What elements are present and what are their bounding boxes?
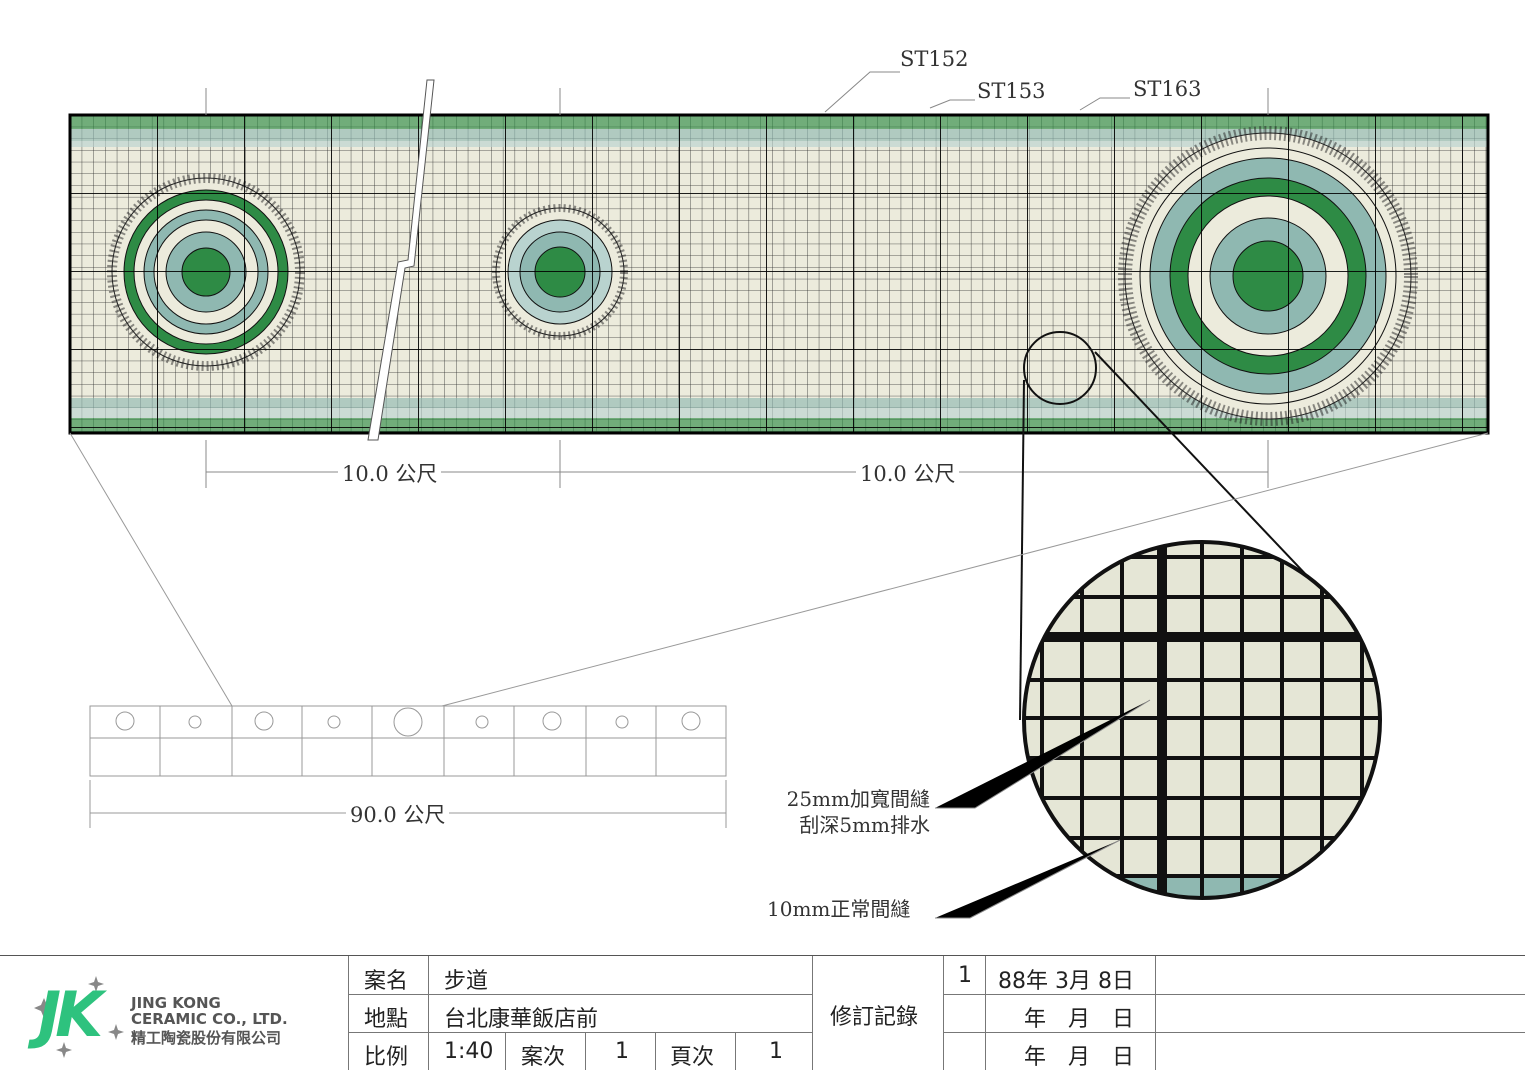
revision-label: 修訂記錄 xyxy=(830,1005,919,1030)
sparkle-icon xyxy=(34,976,124,1058)
zoom-leaders xyxy=(1019,351,1331,721)
revision-3-date: 年 月 日 xyxy=(1024,1045,1135,1070)
wide-joint-note-line1: 25mm加寬間縫 xyxy=(786,787,930,811)
page-label: 頁次 xyxy=(670,1045,715,1070)
revision-2-date: 年 月 日 xyxy=(1024,1007,1135,1032)
break-line-symbol xyxy=(367,79,435,441)
case-number: 1 xyxy=(615,1039,629,1064)
revision-1-number: 1 xyxy=(958,963,972,988)
logo-mark-jk: JK xyxy=(38,978,103,1051)
title-block: JK JING KONG CERAMIC CO., LTD. 精工陶瓷股份有限公… xyxy=(0,955,1525,1070)
dimension-left-10m: 10.0 公尺 xyxy=(338,458,442,488)
normal-joint-note: 10mm正常間縫 xyxy=(767,897,911,921)
paving-plan-drawing xyxy=(68,71,1490,919)
company-name-en-line1: JING KONG xyxy=(131,994,221,1012)
project-name-value: 步道 xyxy=(444,969,489,994)
revision-1-date: 88年 3月 8日 xyxy=(998,969,1134,994)
company-name-zh: 精工陶瓷股份有限公司 xyxy=(131,1029,282,1047)
dimension-overall-90m: 90.0 公尺 xyxy=(346,799,450,829)
location-value: 台北康華飯店前 xyxy=(444,1007,599,1032)
company-logo: JK JING KONG CERAMIC CO., LTD. 精工陶瓷股份有限公… xyxy=(28,968,328,1058)
tile-callout-leaders xyxy=(824,71,1130,113)
case-label: 案次 xyxy=(521,1045,566,1070)
walkway-strip xyxy=(70,115,1488,433)
detail-marker-circle xyxy=(1023,331,1097,405)
page-number: 1 xyxy=(769,1039,783,1064)
company-name-en-line2: CERAMIC CO., LTD. xyxy=(131,1010,288,1028)
wide-joint-note: 25mm加寬間縫 刮深5mm排水 xyxy=(760,786,930,838)
location-label: 地點 xyxy=(364,1007,409,1032)
scale-label: 比例 xyxy=(364,1045,409,1070)
scale-value: 1:40 xyxy=(444,1039,494,1064)
tile-code-st163: ST163 xyxy=(1133,77,1202,101)
wide-joint-note-line2: 刮深5mm排水 xyxy=(799,813,930,837)
project-name-label: 案名 xyxy=(364,969,409,994)
dimension-right-10m: 10.0 公尺 xyxy=(856,458,960,488)
tile-code-st152: ST152 xyxy=(900,47,969,71)
tile-code-st153: ST153 xyxy=(977,79,1046,103)
note-leaders xyxy=(935,699,1151,919)
